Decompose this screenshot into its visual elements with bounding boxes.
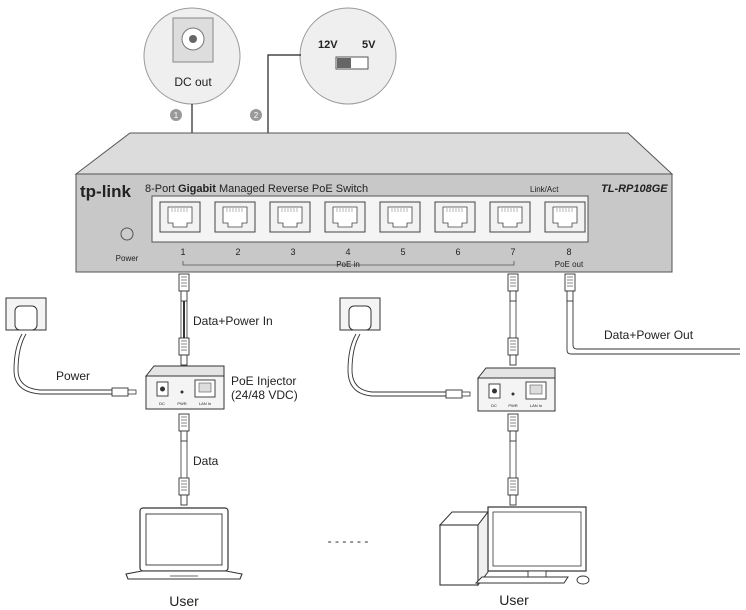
data-cable-label: Data: [193, 454, 219, 468]
brand-logo: tp-link: [80, 182, 132, 201]
port-number-2: 2: [235, 247, 240, 257]
desktop-computer-icon: [438, 506, 590, 587]
ethernet-port-2: [214, 201, 256, 233]
switch-device: tp-link 8-Port Gigabit Managed Reverse P…: [74, 132, 674, 273]
power-cable-label: Power: [56, 369, 90, 383]
user-right-label: User: [499, 592, 529, 608]
poe-out-label: PoE out: [555, 260, 584, 269]
svg-text:LAN In: LAN In: [199, 401, 211, 406]
12v-label: 12V: [318, 39, 338, 51]
svg-text:LAN In: LAN In: [530, 403, 542, 408]
right-data-cable: [507, 413, 519, 506]
link-act-label: Link/Act: [530, 185, 559, 194]
poe-in-bracket: [182, 261, 515, 266]
poe-in-label: PoE in: [336, 260, 360, 269]
ethernet-port-8: [544, 201, 586, 233]
switch-title: 8-Port Gigabit Managed Reverse PoE Switc…: [145, 183, 368, 195]
port-number-7: 7: [510, 247, 515, 257]
ethernet-port-7: [489, 201, 531, 233]
port-number-1: 1: [180, 247, 185, 257]
ethernet-port-6: [434, 201, 476, 233]
svg-text:PWR: PWR: [508, 403, 517, 408]
port-number-8: 8: [566, 247, 571, 257]
right-power-adapter: [339, 297, 471, 399]
data-power-in-label: Data+Power In: [193, 314, 273, 328]
right-poe-injector: DC PWR LAN In: [476, 367, 556, 412]
ethernet-port-3: [269, 201, 311, 233]
laptop-icon: [125, 507, 243, 580]
ethernet-port-4: [324, 201, 366, 233]
badge-1-text: 1: [174, 111, 179, 120]
poe-injector-label-1: PoE Injector: [231, 374, 296, 388]
left-poe-injector: DC PWR LAN In: [144, 365, 225, 410]
ethernet-port-5: [379, 201, 421, 233]
voltage-switch-icon: [335, 56, 369, 70]
5v-label: 5V: [362, 39, 376, 51]
user-left-label: User: [169, 593, 199, 609]
badge-2-text: 2: [254, 111, 259, 120]
voltage-switch-callout: 12V 5V 2: [250, 7, 397, 134]
left-data-cable: [178, 413, 190, 506]
model-label: TL-RP108GE: [601, 183, 668, 195]
poe-injector-label-2: (24/48 VDC): [231, 388, 298, 402]
data-power-out-label: Data+Power Out: [604, 328, 694, 342]
dc-jack-icon: [172, 17, 214, 63]
port-number-4: 4: [345, 247, 350, 257]
port-number-5: 5: [400, 247, 405, 257]
svg-text:DC: DC: [491, 403, 497, 408]
power-label: Power: [116, 254, 139, 263]
left-power-adapter: [5, 297, 137, 397]
svg-text:PWR: PWR: [177, 401, 186, 406]
dc-out-callout: DC out 1: [143, 7, 241, 134]
badge-2: [250, 109, 262, 121]
port8-cable: [564, 273, 740, 355]
svg-text:DC: DC: [159, 401, 165, 406]
port1-cable: [178, 273, 190, 366]
power-led: [120, 227, 134, 241]
badge-1: [170, 109, 182, 121]
port-number-3: 3: [290, 247, 295, 257]
ethernet-port-1: [159, 201, 201, 233]
dc-out-label: DC out: [174, 75, 212, 89]
voltage-leader-line: [267, 54, 301, 134]
ellipsis: - - - - - -: [328, 534, 369, 548]
port7-cable: [507, 273, 519, 366]
port-number-6: 6: [455, 247, 460, 257]
